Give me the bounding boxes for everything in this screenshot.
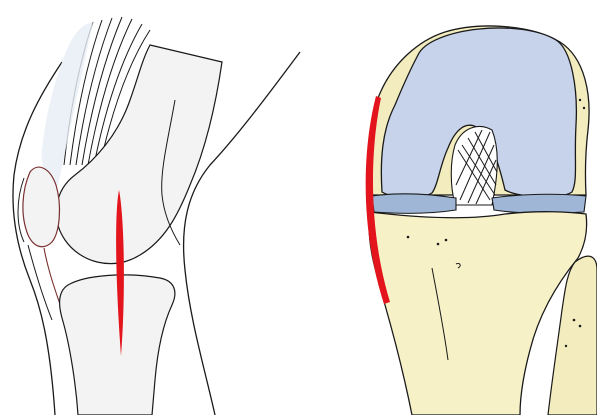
patella (23, 167, 60, 247)
femur-lateral (56, 45, 222, 264)
cruciate-ligaments (451, 126, 497, 205)
anterior-knee-illustration (366, 26, 597, 415)
fibula-dot (573, 319, 576, 322)
tibia-lateral (60, 275, 175, 415)
meniscus (372, 194, 456, 213)
tibia-dot (407, 236, 410, 239)
lateral-knee-illustration (13, 17, 300, 415)
tibia-dot (437, 243, 440, 246)
meniscus-right (492, 194, 586, 213)
tibia-dot (445, 239, 448, 242)
fibula-dot (565, 345, 567, 347)
femur-dot (583, 107, 585, 109)
femur-dot (579, 99, 581, 101)
tendon-sheath (42, 22, 93, 185)
fibula-dot (579, 325, 582, 328)
